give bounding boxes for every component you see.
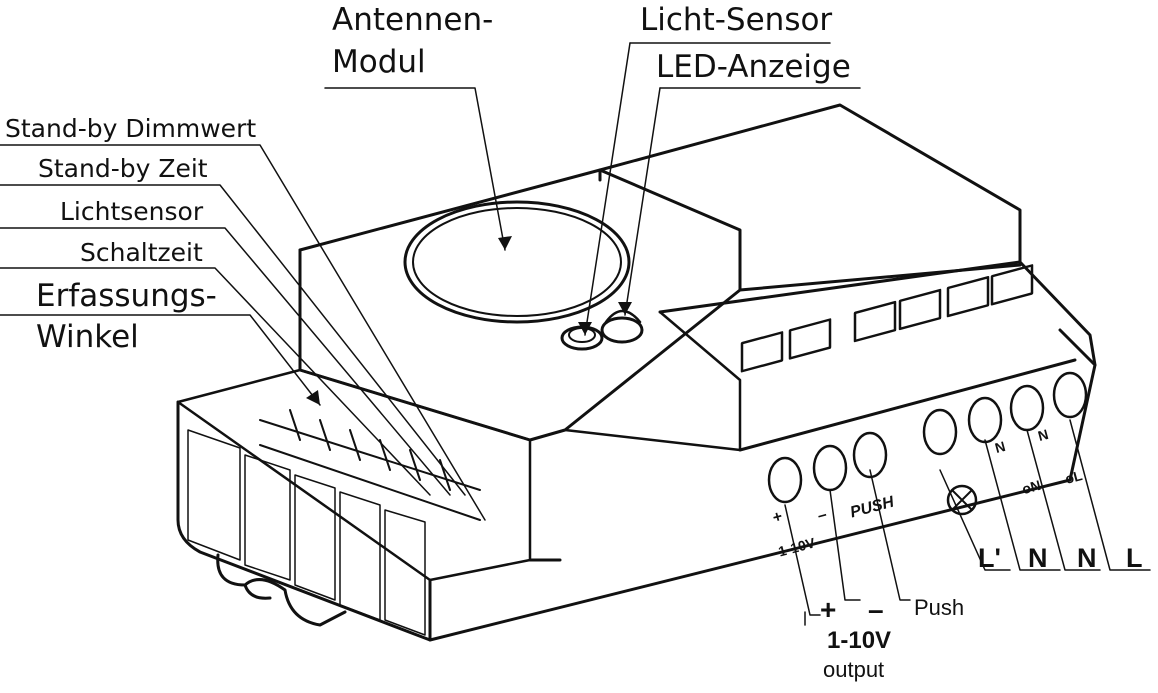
label-licht-sensor: Licht-Sensor bbox=[640, 2, 833, 38]
terminal-block-top bbox=[740, 264, 1034, 373]
label-standby-dimmwert: Stand-by Dimmwert bbox=[5, 114, 257, 143]
label-erfassungs-line2: Winkel bbox=[36, 319, 139, 355]
base-housing bbox=[176, 328, 1097, 642]
label-antennen-line1: Antennen- bbox=[332, 2, 494, 38]
mark-ol: oL bbox=[1063, 467, 1084, 487]
antenna-ring bbox=[403, 200, 631, 324]
leader-lines bbox=[0, 42, 1151, 626]
light-sensor-lens bbox=[560, 325, 604, 351]
label-led-anzeige: LED-Anzeige bbox=[656, 49, 851, 85]
terminal-label-n2: N bbox=[1077, 543, 1097, 573]
terminal-label-minus: – bbox=[868, 594, 884, 625]
upper-cover bbox=[298, 103, 1097, 452]
side-print-panels bbox=[187, 429, 426, 636]
terminal-label-1-10v: 1-10V bbox=[827, 627, 892, 654]
terminal-label-l: L bbox=[1126, 543, 1143, 573]
terminal-label-l-prime: L' bbox=[978, 543, 1001, 573]
label-lichtsensor: Lichtsensor bbox=[60, 197, 204, 226]
terminal-label-output: output bbox=[823, 657, 885, 682]
label-antennen-line2: Modul bbox=[332, 44, 426, 80]
label-schaltzeit: Schaltzeit bbox=[80, 238, 203, 267]
label-standby-zeit: Stand-by Zeit bbox=[38, 154, 208, 183]
terminal-label-n1: N bbox=[1028, 543, 1048, 573]
dip-switch-bank bbox=[259, 409, 481, 521]
arrowheads bbox=[306, 236, 632, 405]
terminal-label-plus: + bbox=[820, 594, 837, 625]
led-dome bbox=[600, 316, 644, 344]
terminal-label-push: Push bbox=[914, 595, 965, 620]
label-erfassungs-line1: Erfassungs- bbox=[36, 278, 217, 314]
